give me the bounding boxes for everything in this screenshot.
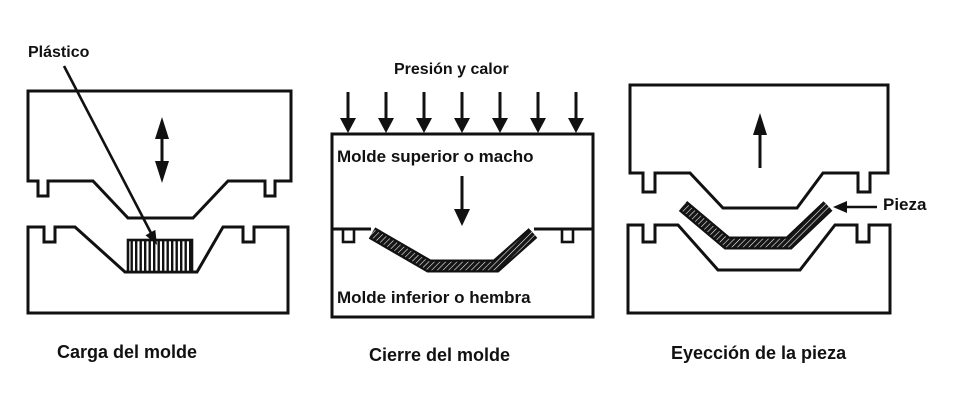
piece-pointer-arrow-icon: [833, 201, 877, 213]
caption-part-ejection: Eyección de la pieza: [671, 343, 847, 363]
lower-mold-outline: [26, 225, 290, 315]
caption-mold-closing: Cierre del molde: [369, 345, 511, 365]
upper-mold-outline: [26, 89, 293, 220]
alignment-notch-right: [560, 227, 575, 244]
pressure-heat-label: Presión y calor: [394, 61, 509, 78]
closing-down-arrow-icon: [454, 176, 470, 226]
alignment-notch-left: [341, 227, 356, 244]
plastic-charge: [126, 238, 194, 274]
plastic-pointer-arrow-icon: [62, 65, 157, 245]
panel-mold-loading: [26, 65, 293, 315]
plastic-label: Plástico: [28, 44, 90, 61]
lower-mold-outline-eject: [626, 223, 892, 315]
piece-label: Pieza: [883, 195, 927, 214]
ejected-piece: [678, 201, 833, 250]
panel-mold-closing: [330, 92, 595, 319]
closed-mold-outline: [330, 132, 595, 319]
lower-mold-label: Molde inferior o hembra: [337, 288, 531, 307]
panel-part-ejection: [626, 83, 892, 315]
molded-part: [368, 227, 538, 273]
upper-mold-label: Molde superior o macho: [337, 147, 534, 166]
eject-up-arrow-icon: [753, 113, 767, 168]
caption-mold-loading: Carga del molde: [57, 342, 198, 362]
pressure-down-arrows-icon: [340, 92, 584, 133]
up-down-arrow-icon: [155, 117, 169, 183]
